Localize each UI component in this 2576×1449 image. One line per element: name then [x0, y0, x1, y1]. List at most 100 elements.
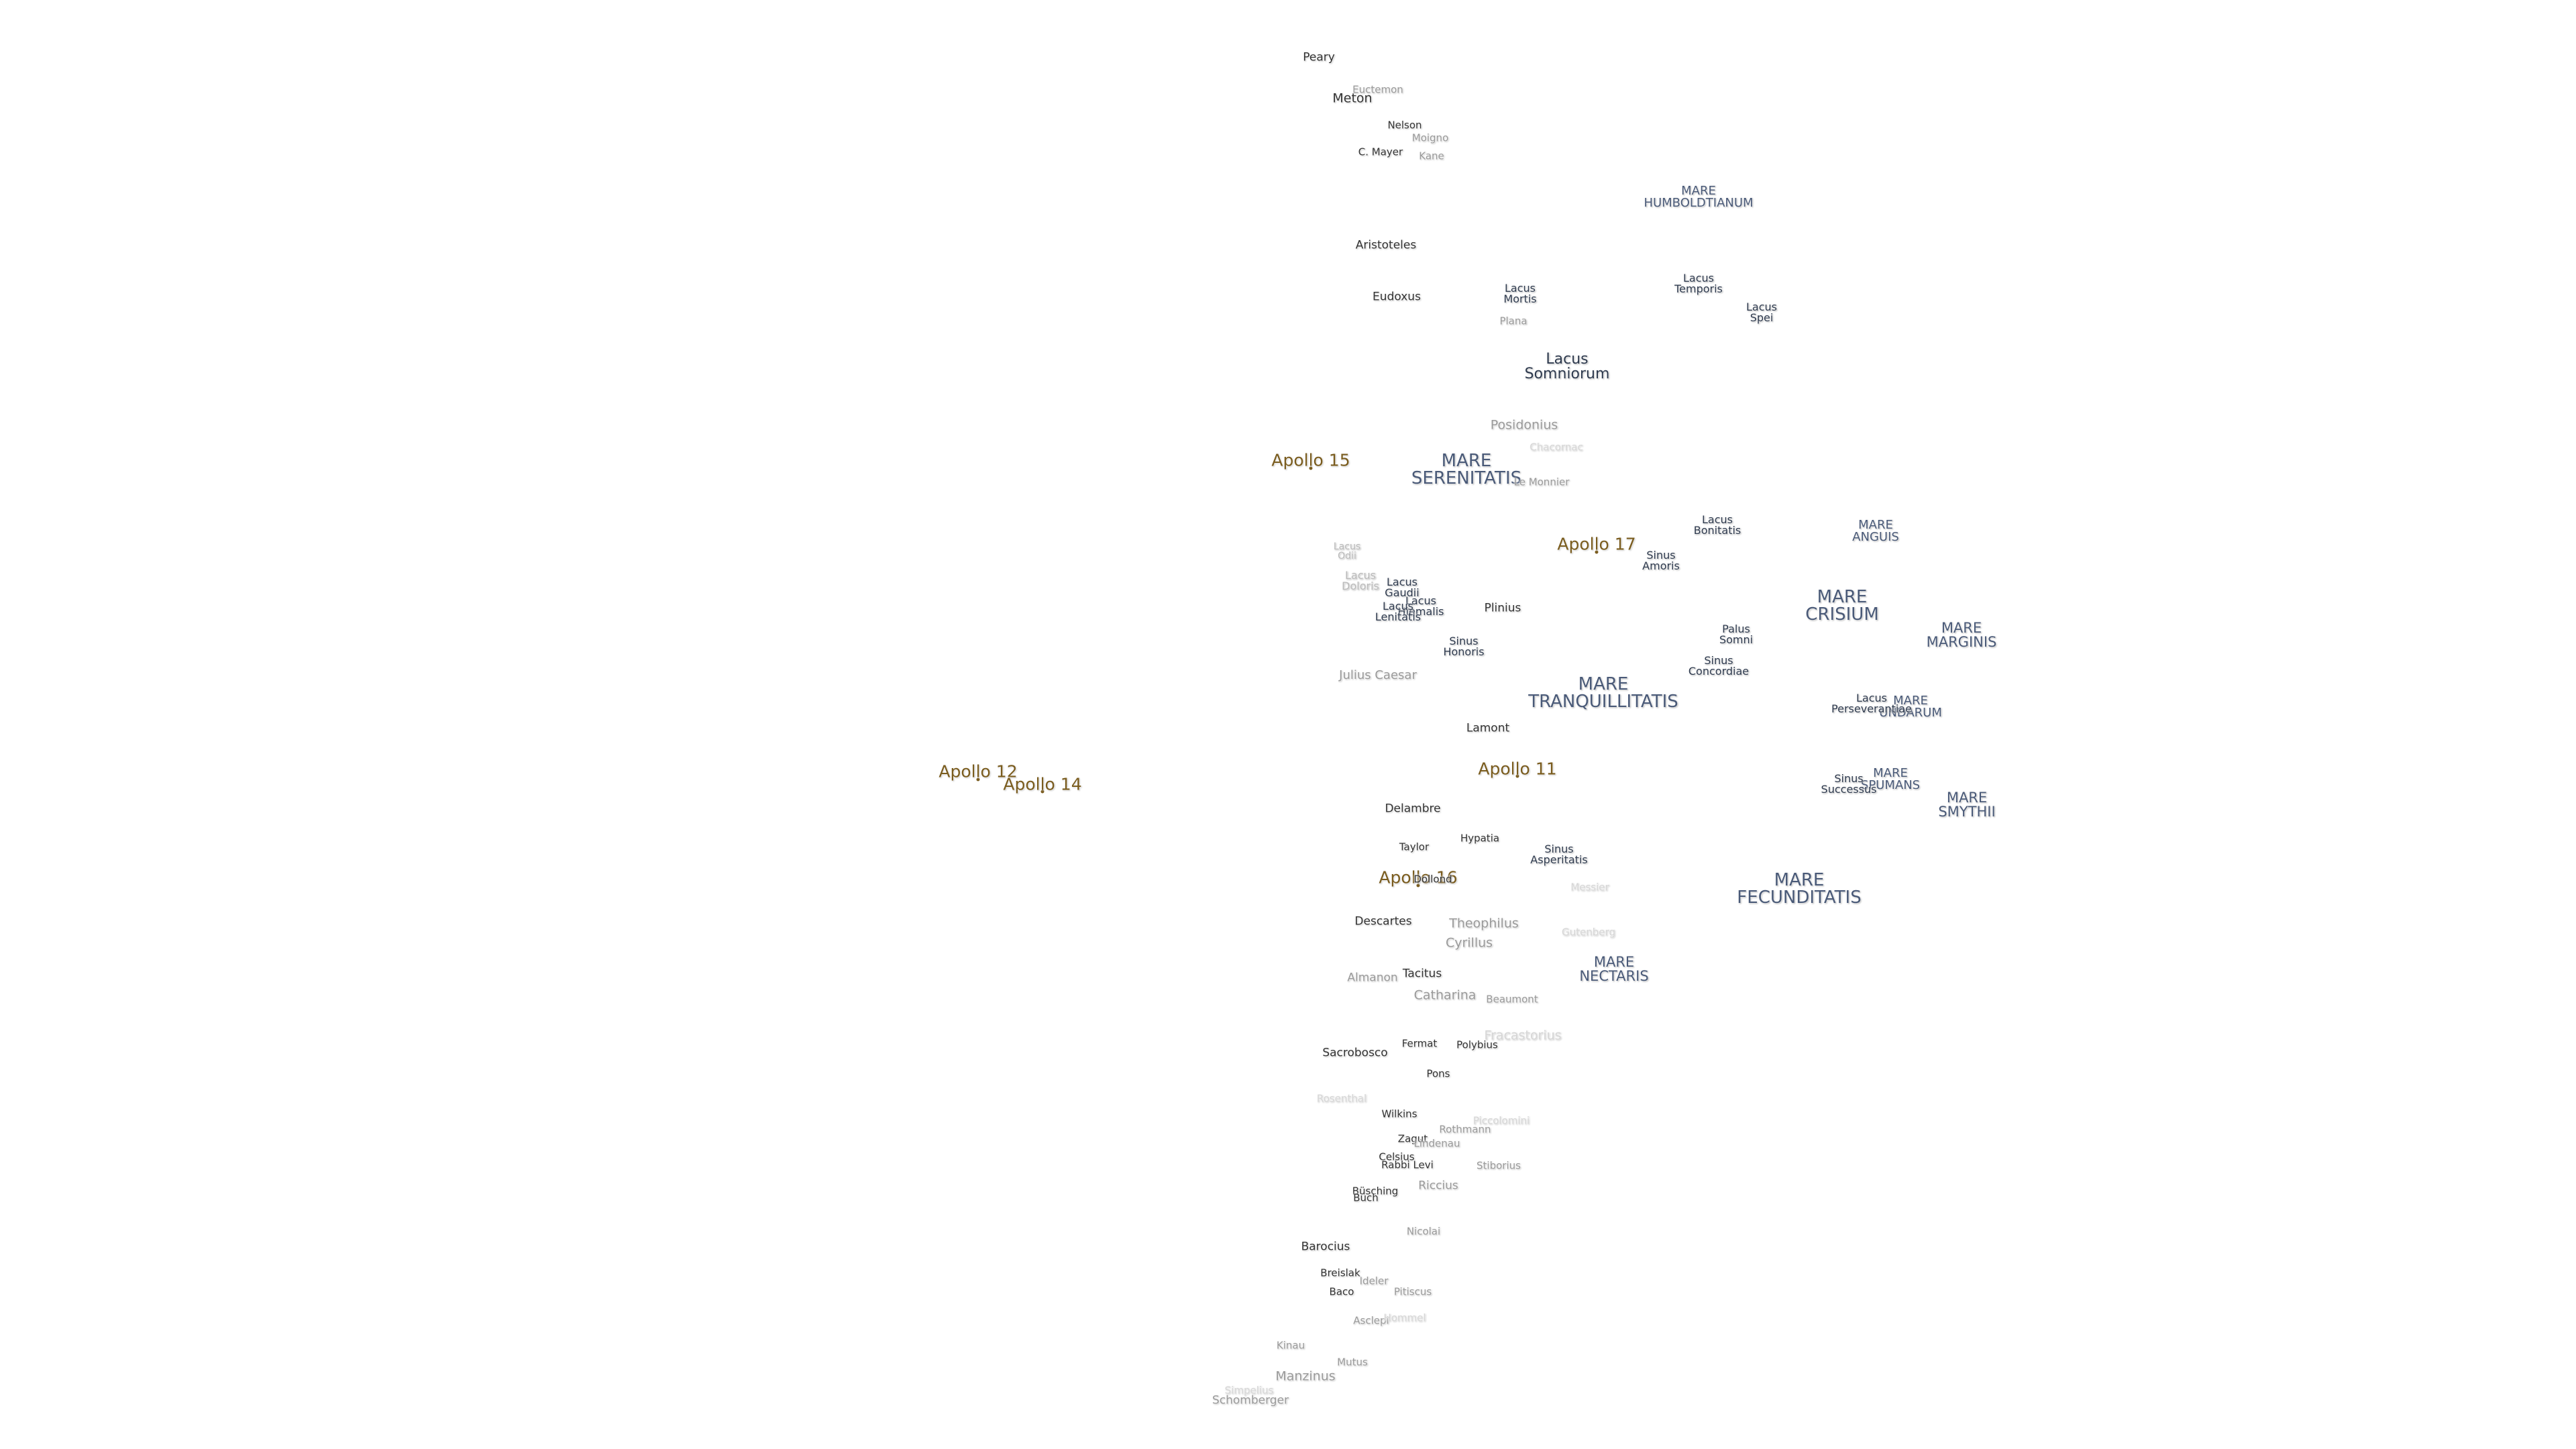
feature-label[interactable]: Lacus Temporis: [1674, 272, 1723, 295]
crater-label[interactable]: Moigno: [1411, 131, 1449, 144]
crater-label[interactable]: Fermat: [1401, 1037, 1438, 1050]
apollo-14-label[interactable]: Apollo 14: [1003, 774, 1082, 794]
apollo-17-marker-icon: [1595, 550, 1599, 554]
crater-label[interactable]: Nelson: [1387, 119, 1422, 131]
crater-label[interactable]: Hommel: [1383, 1311, 1426, 1324]
mare-label[interactable]: MARE UNDARUM: [1879, 694, 1942, 720]
feature-label[interactable]: Lacus Perseverantiae: [1831, 692, 1912, 715]
feature-label[interactable]: Lacus Mortis: [1503, 282, 1537, 305]
feature-label[interactable]: Sinus Successus: [1821, 772, 1877, 796]
crater-label[interactable]: Meton: [1332, 91, 1373, 106]
crater-label[interactable]: Simpelius: [1224, 1384, 1274, 1397]
feature-label[interactable]: Lacus Somniorum: [1524, 351, 1610, 382]
crater-label[interactable]: Beaumont: [1486, 993, 1538, 1006]
feature-label[interactable]: Lacus Gaudii: [1385, 576, 1419, 599]
crater-label[interactable]: Lindenau: [1413, 1137, 1460, 1150]
crater-label[interactable]: Polybius: [1456, 1038, 1498, 1051]
feature-label[interactable]: Sinus Honoris: [1443, 635, 1485, 658]
crater-label[interactable]: Kinau: [1276, 1339, 1305, 1352]
apollo-16-label[interactable]: Apollo 16: [1379, 867, 1458, 888]
crater-label[interactable]: C. Mayer: [1358, 146, 1403, 158]
crater-label[interactable]: Messier: [1570, 881, 1609, 894]
crater-label[interactable]: Manzinus: [1275, 1368, 1336, 1384]
crater-label[interactable]: Mutus: [1337, 1356, 1368, 1368]
crater-label[interactable]: Le Monnier: [1513, 476, 1570, 488]
crater-label[interactable]: Euctemon: [1352, 83, 1403, 96]
crater-label[interactable]: Asclepi: [1353, 1314, 1389, 1327]
crater-label[interactable]: Buch: [1353, 1191, 1379, 1204]
mare-label[interactable]: MARE NECTARIS: [1579, 954, 1649, 984]
apollo-15-label[interactable]: Apollo 15: [1271, 450, 1350, 470]
crater-label[interactable]: Celsius: [1379, 1150, 1415, 1163]
feature-label[interactable]: Sinus Amoris: [1642, 549, 1680, 572]
crater-label[interactable]: Plana: [1499, 315, 1527, 327]
apollo-17-label[interactable]: Apollo 17: [1557, 534, 1636, 554]
crater-label[interactable]: Kane: [1419, 150, 1444, 162]
crater-label[interactable]: Wilkins: [1381, 1108, 1417, 1120]
crater-label[interactable]: Fracastorius: [1484, 1028, 1562, 1043]
feature-label[interactable]: Lacus Doloris: [1342, 569, 1379, 592]
crater-label[interactable]: Nicolai: [1406, 1225, 1441, 1238]
feature-label[interactable]: Lacus Odii: [1333, 541, 1361, 561]
crater-label[interactable]: Almanon: [1347, 971, 1398, 985]
mare-label[interactable]: MARE SMYTHII: [1938, 790, 1996, 820]
mare-label[interactable]: MARE MARGINIS: [1926, 620, 1997, 650]
crater-label[interactable]: Piccolomini: [1472, 1114, 1530, 1127]
apollo-16-marker-icon: [1416, 883, 1420, 888]
feature-label[interactable]: Palus Somni: [1719, 623, 1754, 646]
crater-label[interactable]: Pitiscus: [1393, 1285, 1432, 1298]
crater-label[interactable]: Theophilus: [1449, 916, 1519, 931]
feature-label[interactable]: Lacus Lenitatis: [1375, 600, 1421, 623]
apollo-11-label[interactable]: Apollo 11: [1478, 759, 1557, 779]
crater-label[interactable]: Rothmann: [1439, 1123, 1491, 1136]
mare-label[interactable]: MARE SPUMANS: [1860, 766, 1921, 792]
mare-label[interactable]: MARE ANGUIS: [1852, 518, 1899, 544]
mare-label[interactable]: MARE SERENITATIS: [1411, 451, 1522, 488]
crater-label[interactable]: Schomberger: [1212, 1393, 1289, 1407]
crater-label[interactable]: Gutenberg: [1562, 926, 1615, 938]
crater-label[interactable]: Aristoteles: [1355, 238, 1417, 252]
crater-label[interactable]: Breislak: [1320, 1267, 1360, 1279]
crater-label[interactable]: Stiborius: [1477, 1159, 1521, 1172]
crater-label[interactable]: Ideler: [1359, 1275, 1389, 1287]
crater-label[interactable]: Plinius: [1484, 601, 1521, 615]
crater-label[interactable]: Sacrobosco: [1322, 1046, 1388, 1060]
crater-label[interactable]: Dollond: [1413, 873, 1452, 885]
crater-label[interactable]: Chacornac: [1529, 441, 1583, 453]
crater-label[interactable]: Cyrillus: [1445, 935, 1493, 951]
crater-label[interactable]: Pons: [1426, 1067, 1450, 1080]
crater-label[interactable]: Hypatia: [1460, 832, 1500, 845]
crater-label[interactable]: Taylor: [1399, 841, 1430, 853]
crater-label[interactable]: Lamont: [1466, 721, 1510, 735]
apollo-11-marker-icon: [1515, 774, 1519, 778]
feature-label[interactable]: Lacus Spei: [1746, 301, 1777, 324]
crater-label[interactable]: Catharina: [1413, 987, 1477, 1003]
crater-label[interactable]: Zagut: [1397, 1132, 1428, 1145]
crater-label[interactable]: Rabbi Levi: [1381, 1159, 1434, 1171]
crater-label[interactable]: Baco: [1329, 1285, 1354, 1298]
feature-label[interactable]: Lacus Hiemalis: [1397, 594, 1444, 618]
crater-label[interactable]: Peary: [1303, 50, 1335, 64]
crater-label[interactable]: Posidonius: [1490, 417, 1558, 433]
crater-label[interactable]: Eudoxus: [1373, 290, 1421, 304]
mare-label[interactable]: MARE CRISIUM: [1805, 587, 1879, 625]
crater-label[interactable]: Julius Caesar: [1339, 668, 1417, 682]
apollo-15-marker-icon: [1309, 466, 1313, 470]
apollo-12-label[interactable]: Apollo 12: [938, 761, 1018, 782]
feature-label[interactable]: Sinus Concordiae: [1688, 654, 1750, 678]
crater-label[interactable]: Büsching: [1352, 1185, 1399, 1197]
apollo-14-marker-icon: [1040, 790, 1044, 794]
mare-label[interactable]: MARE FECUNDITATIS: [1737, 870, 1862, 908]
crater-label[interactable]: Barocius: [1301, 1240, 1350, 1254]
mare-label[interactable]: MARE TRANQUILLITATIS: [1528, 674, 1678, 712]
crater-label[interactable]: Rosenthal: [1316, 1092, 1367, 1105]
mare-label[interactable]: MARE HUMBOLDTIANUM: [1644, 184, 1754, 210]
crater-label[interactable]: Riccius: [1418, 1179, 1458, 1193]
feature-label[interactable]: Sinus Asperitatis: [1530, 843, 1588, 866]
feature-label[interactable]: Lacus Bonitatis: [1693, 513, 1741, 537]
crater-label[interactable]: Descartes: [1354, 914, 1412, 928]
apollo-12-marker-icon: [976, 777, 980, 782]
crater-label[interactable]: Delambre: [1385, 802, 1441, 816]
crater-label[interactable]: Tacitus: [1402, 967, 1442, 981]
